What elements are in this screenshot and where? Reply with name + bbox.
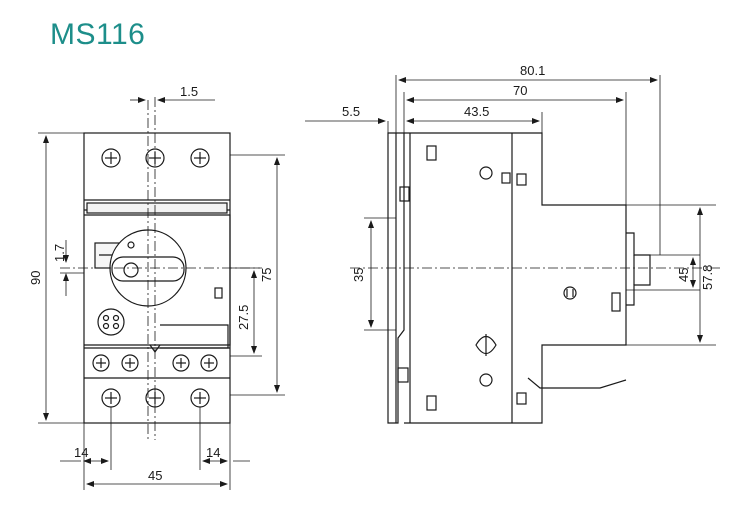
dim-label-1-5: 1.5 [180, 84, 198, 99]
dim-label-45-width: 45 [148, 468, 162, 483]
dim-label-14-left: 14 [74, 445, 88, 460]
front-centerlines [60, 97, 260, 440]
side-view [387, 132, 651, 424]
dim-label-43-5: 43.5 [464, 104, 489, 119]
top-terminal-screws [101, 148, 210, 168]
dim-label-80-1: 80.1 [520, 63, 545, 78]
dim-label-1-7: 1.7 [52, 244, 67, 262]
side-knob [626, 232, 651, 306]
front-dimension-lines [38, 97, 285, 490]
side-dimension-lines [305, 75, 716, 346]
dim-label-75: 75 [259, 268, 274, 282]
side-body-outline [404, 132, 627, 424]
dim-label-35: 35 [351, 268, 366, 282]
dim-label-90: 90 [28, 271, 43, 285]
dim-label-5-5: 5.5 [342, 104, 360, 119]
dim-label-14-right: 14 [206, 445, 220, 460]
front-view [83, 132, 231, 424]
dim-label-70: 70 [513, 83, 527, 98]
diagram-title: MS116 [50, 18, 146, 51]
dim-label-45-knob: 45 [676, 268, 691, 282]
aux-terminal-screws [92, 354, 218, 372]
dim-label-57-8: 57.8 [700, 265, 715, 290]
bottom-terminal-screws [101, 388, 210, 408]
dim-label-27-5: 27.5 [236, 305, 251, 330]
